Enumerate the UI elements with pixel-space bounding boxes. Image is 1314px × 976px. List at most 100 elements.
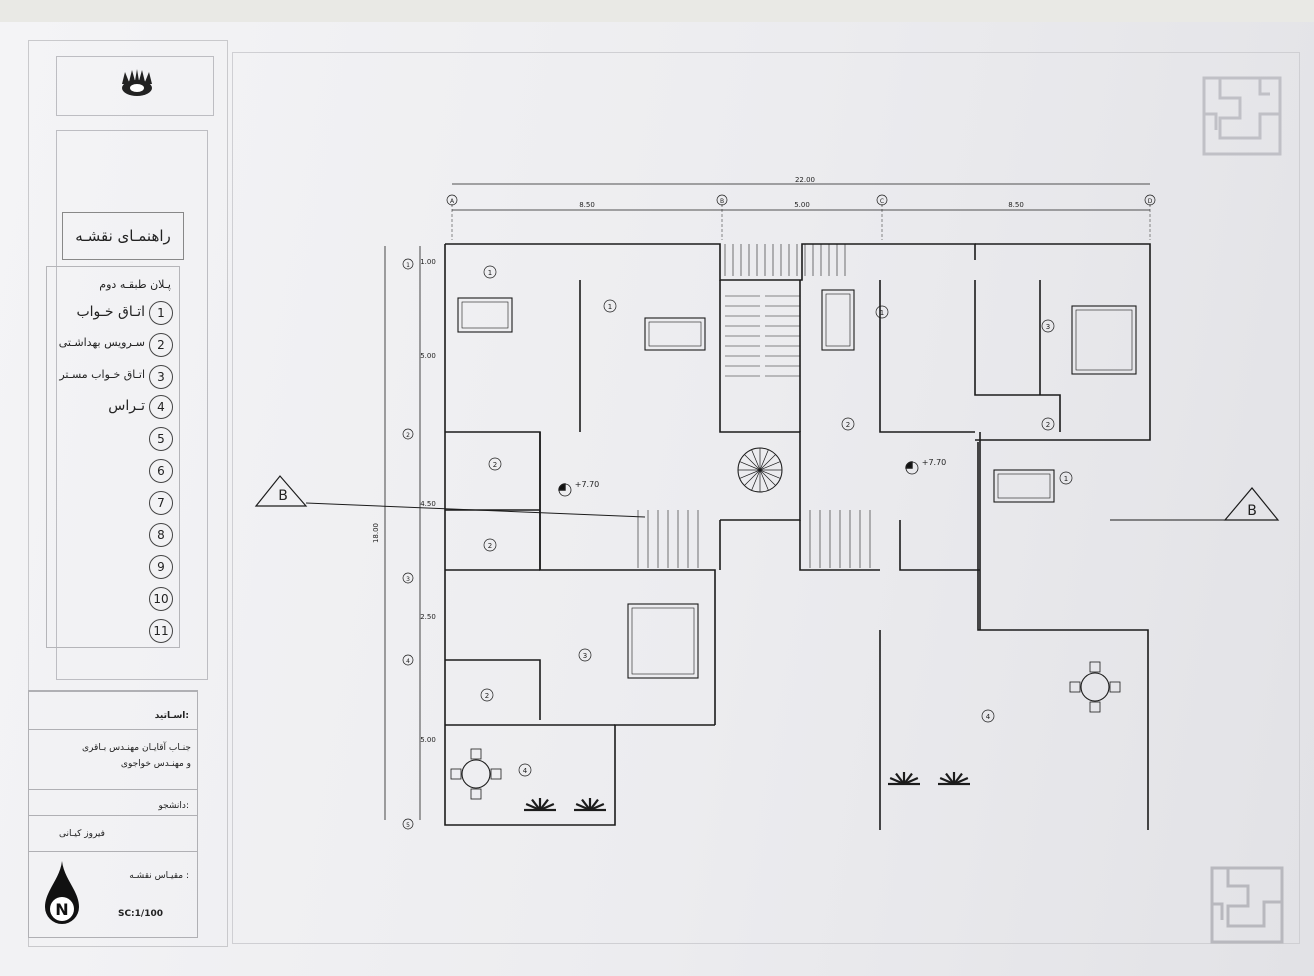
legend-item: 5 xyxy=(47,427,179,457)
logo-box xyxy=(56,56,214,116)
dim-top-span: 8.50 xyxy=(579,201,595,209)
legend-item-number: 4 xyxy=(149,395,173,419)
corner-ornament-bottom-icon xyxy=(1210,866,1284,944)
axis-label: 5 xyxy=(406,822,410,829)
wall xyxy=(444,244,715,826)
plant-leaf xyxy=(895,772,905,785)
rosette-spoke xyxy=(751,449,761,471)
axis-bubble xyxy=(402,258,414,270)
axis-bubble xyxy=(402,818,414,830)
room-number: 2 xyxy=(846,421,850,429)
axis-bubble xyxy=(716,194,728,206)
dim-top-span: 5.00 xyxy=(794,201,810,209)
room-number-bubble xyxy=(603,299,617,313)
plant-leaf xyxy=(889,776,905,786)
room-number-bubble xyxy=(1041,417,1055,431)
room-number: 2 xyxy=(493,461,497,469)
room-number-bubble xyxy=(518,763,532,777)
round-table-icon xyxy=(461,759,491,789)
room-number: 3 xyxy=(583,652,587,660)
legend-item-number: 7 xyxy=(149,491,173,515)
bed-inner xyxy=(648,321,702,347)
wall xyxy=(977,442,1149,830)
room-number: 4 xyxy=(986,713,991,721)
rosette-spoke xyxy=(744,469,761,486)
legend-subtitle: پـلان طبقـه دوم xyxy=(99,278,171,291)
legend-subtitle-row: پـلان طبقـه دوم xyxy=(47,275,179,305)
plant-leaf xyxy=(575,802,591,812)
room-number: 2 xyxy=(485,692,489,700)
plant-leaf xyxy=(525,802,541,812)
axis-bubble xyxy=(446,194,458,206)
plant-leaf xyxy=(945,772,955,785)
axis-bubble xyxy=(402,654,414,666)
chair-icon xyxy=(470,748,482,760)
north-arrow-icon: N xyxy=(45,861,79,924)
bed-inner xyxy=(631,607,695,675)
bed-icon xyxy=(644,317,706,351)
chair-icon xyxy=(1089,701,1101,713)
corner-ornament-top-icon xyxy=(1202,76,1282,156)
legend-frame xyxy=(56,130,208,680)
axis-bubble xyxy=(1144,194,1156,206)
rosette-spoke xyxy=(759,454,776,471)
chair-icon xyxy=(1109,681,1121,693)
room-number-bubble xyxy=(483,538,497,552)
axis-label: C xyxy=(880,198,884,205)
instructors-line2: و مهنـدس خواجوى xyxy=(120,759,191,769)
legend-item-number: 2 xyxy=(149,333,173,357)
axis-label: 4 xyxy=(406,658,410,665)
legend-item: 7 xyxy=(47,491,179,521)
section-marker-left xyxy=(254,475,308,507)
instructors-label: اسـاتيد: xyxy=(154,711,189,721)
legend-item: 9 xyxy=(47,555,179,585)
legend-item-number: 8 xyxy=(149,523,173,547)
level-mark-text: +7.70 xyxy=(575,480,600,489)
rosette-spoke xyxy=(759,461,781,471)
title-column-frame xyxy=(28,40,228,947)
axis-bubble xyxy=(876,194,888,206)
dim-left-span: 4.50 xyxy=(420,500,436,508)
wall xyxy=(974,280,1061,432)
room-number-bubble xyxy=(488,457,502,471)
legend-item-label: سـرويس بهداشـتى xyxy=(58,336,145,349)
legend-item-number: 1 xyxy=(149,301,173,325)
wall xyxy=(975,243,1151,441)
level-mark-text: +7.70 xyxy=(922,458,947,467)
instructors-line1: جنـاب آقايـان مهنـدس بـاقرى xyxy=(82,743,191,753)
room-number: 4 xyxy=(523,767,528,775)
rosette-spoke xyxy=(759,469,781,479)
legend-item-number: 5 xyxy=(149,427,173,451)
dim-top-span: 8.50 xyxy=(1008,201,1024,209)
legend-item: 6 xyxy=(47,459,179,489)
dim-left-span: 1.00 xyxy=(420,258,436,266)
drawing-frame xyxy=(232,52,1300,944)
room-number: 2 xyxy=(488,542,492,550)
legend-item: 8 xyxy=(47,523,179,553)
axis-bubble xyxy=(402,428,414,440)
bed-inner xyxy=(1075,309,1133,371)
rosette-spoke xyxy=(759,449,769,471)
north-letter: N xyxy=(55,900,68,919)
plant-leaf xyxy=(581,798,591,811)
room-number-bubble xyxy=(483,265,497,279)
round-table-icon xyxy=(1080,672,1110,702)
wall xyxy=(445,659,541,720)
bed-inner xyxy=(825,293,851,347)
room-number: 2 xyxy=(1046,421,1050,429)
legend-item-label: اتـاق خـواب xyxy=(76,304,145,320)
level-mark-fill xyxy=(905,461,913,469)
section-marker-right xyxy=(1223,487,1280,521)
logo-icon xyxy=(122,69,152,96)
wall xyxy=(879,280,975,433)
bed-icon xyxy=(1071,305,1137,375)
legend-item-label: اتـاق خـواب مسـتر xyxy=(59,368,145,381)
axis-bubble xyxy=(402,572,414,584)
rosette-spoke xyxy=(759,469,776,486)
section-cut-line xyxy=(305,502,646,518)
legend-item-label: تـراس xyxy=(108,398,145,414)
